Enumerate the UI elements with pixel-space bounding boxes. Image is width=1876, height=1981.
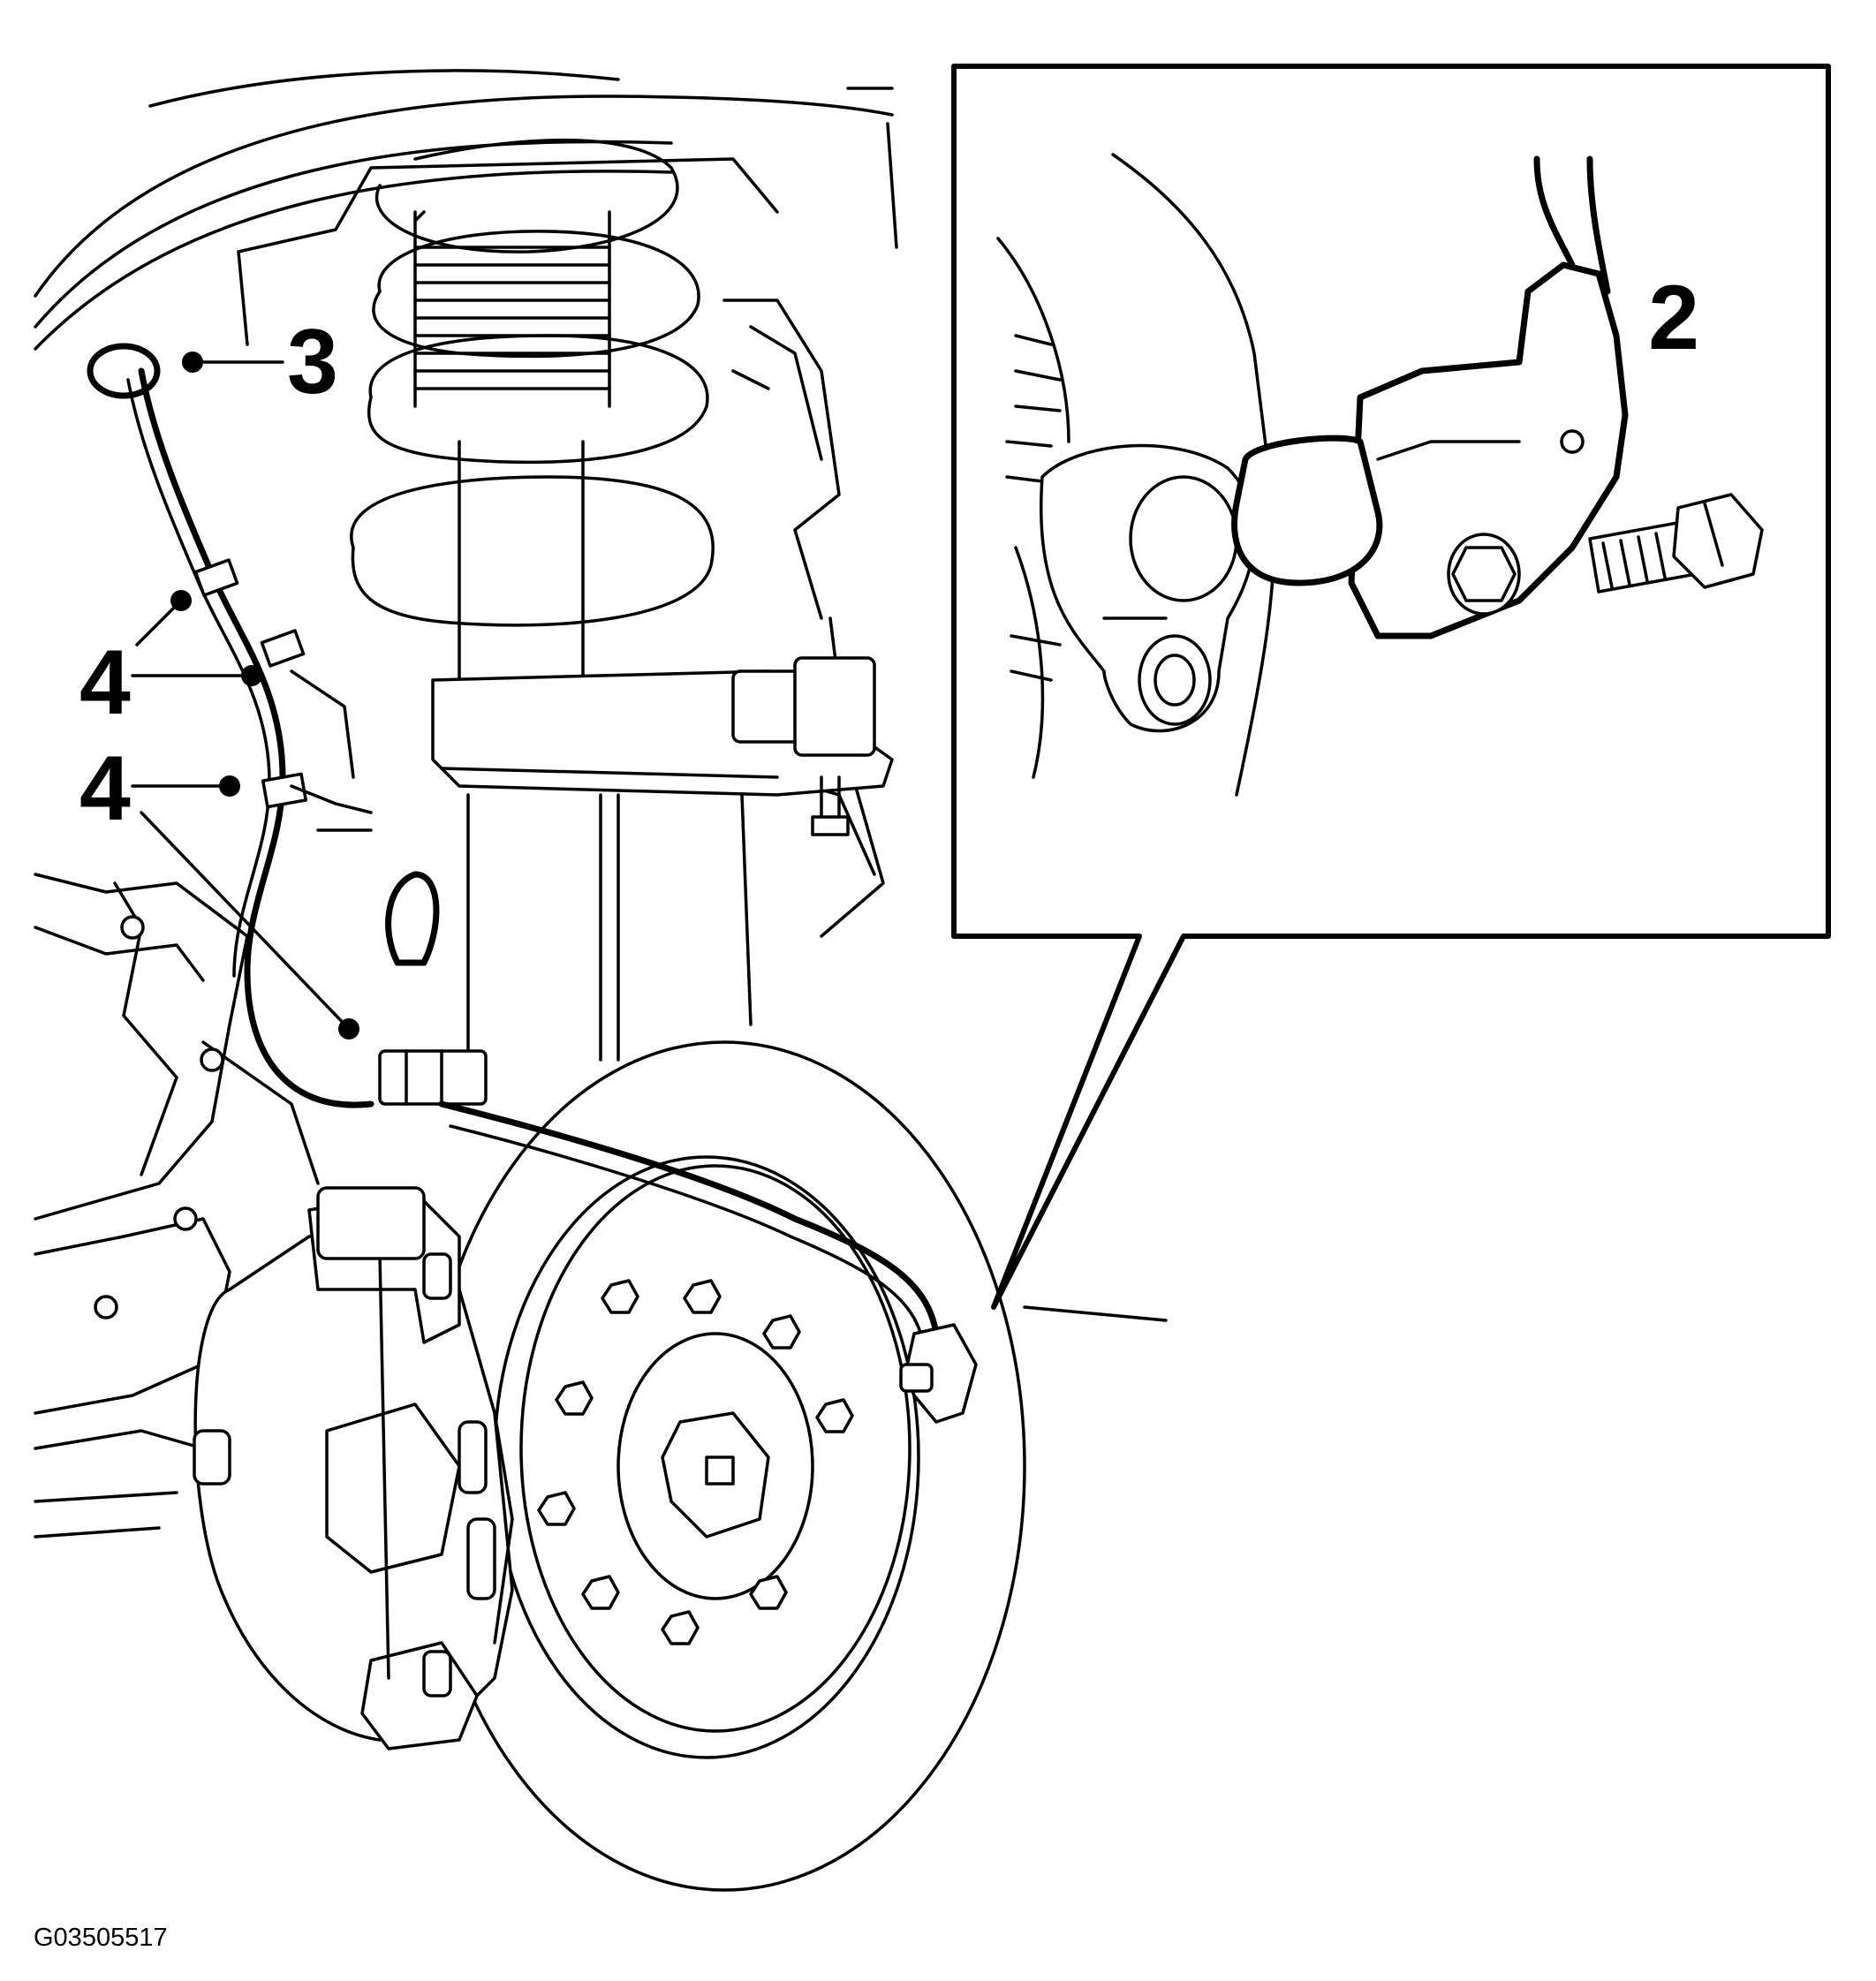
- shock-absorber: [431, 440, 894, 1062]
- callout-leaders: [131, 352, 1680, 1322]
- callout-label: 2: [1648, 267, 1699, 369]
- abs-sensor-wire: [438, 1100, 978, 1424]
- brake-hose: [87, 343, 488, 1260]
- detail-inset: [951, 64, 1831, 1310]
- wheel-arch: [34, 69, 898, 351]
- callout-label: 4: [79, 631, 131, 734]
- callout-label: 3: [287, 311, 338, 413]
- coil-spring: [350, 138, 715, 627]
- wheel-hub: [537, 1279, 854, 1645]
- subframe: [34, 873, 320, 1539]
- callout-label: 4: [79, 737, 131, 840]
- figure-id: G03505517: [34, 1924, 168, 1952]
- strut-tower: [237, 157, 885, 938]
